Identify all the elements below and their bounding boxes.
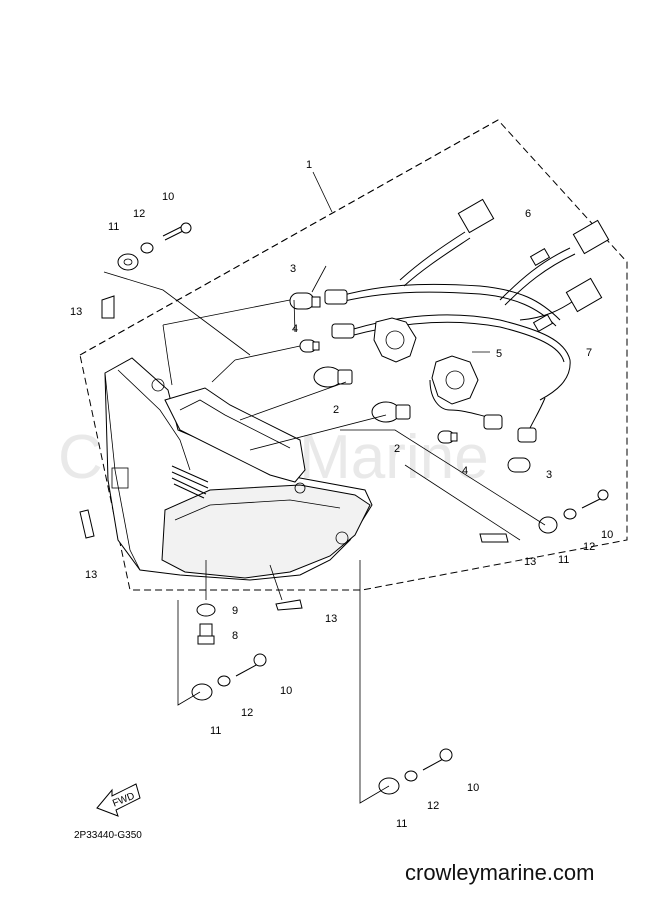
callout-10-right: 10 xyxy=(601,529,613,541)
bulb-sockets xyxy=(324,289,537,443)
small-bulbs xyxy=(289,292,531,473)
callout-10-bottom: 10 xyxy=(467,782,479,794)
callout-13-right: 13 xyxy=(524,556,536,568)
drawing-code: 2P33440-G350 xyxy=(74,830,142,841)
callout-12-lower-left: 12 xyxy=(241,707,253,719)
callout-2-right: 2 xyxy=(394,443,400,455)
callout-7: 7 xyxy=(586,347,592,359)
callout-12-right: 12 xyxy=(583,541,595,553)
callout-10-lower-left: 10 xyxy=(280,685,292,697)
callout-6: 6 xyxy=(525,208,531,220)
wire-harness xyxy=(339,198,610,429)
callout-8: 8 xyxy=(232,630,238,642)
callout-11-upper-left: 11 xyxy=(108,221,119,233)
callout-4-left: 4 xyxy=(292,323,298,335)
fasteners-right xyxy=(479,489,609,543)
callout-1: 1 xyxy=(306,159,312,171)
callout-9: 9 xyxy=(232,605,238,617)
callout-11-right: 11 xyxy=(558,554,569,566)
fasteners-lower xyxy=(79,509,453,795)
headlight-housing xyxy=(104,357,373,581)
leader-lines xyxy=(103,265,546,804)
callout-11-bottom: 11 xyxy=(396,818,407,830)
callout-11-lower-left: 11 xyxy=(210,725,221,737)
callout-13-lower: 13 xyxy=(325,613,337,625)
fasteners-upper-left xyxy=(101,222,192,319)
callout-12-upper-left: 12 xyxy=(133,208,145,220)
callout-5: 5 xyxy=(496,348,502,360)
socket-cover-5 xyxy=(373,317,479,405)
callout-12-bottom: 12 xyxy=(427,800,439,812)
headlight-bulb-2 xyxy=(313,366,411,423)
callout-numbers: 1 2 2 3 3 4 4 5 6 7 8 9 10 10 10 10 11 1… xyxy=(70,159,613,830)
callout-3-right: 3 xyxy=(546,469,552,481)
callout-13-upper-left: 13 xyxy=(70,306,82,318)
housing-vents xyxy=(171,465,209,499)
callout-13-left: 13 xyxy=(85,569,97,581)
fwd-arrow: FWD xyxy=(96,783,141,817)
callout-10-upper-left: 10 xyxy=(162,191,174,203)
callout-3-left: 3 xyxy=(290,263,296,275)
assembly-boundary xyxy=(79,119,628,591)
callout-4-right: 4 xyxy=(462,465,468,477)
site-url: crowleymarine.com xyxy=(405,860,595,885)
callout-2-left: 2 xyxy=(333,404,339,416)
